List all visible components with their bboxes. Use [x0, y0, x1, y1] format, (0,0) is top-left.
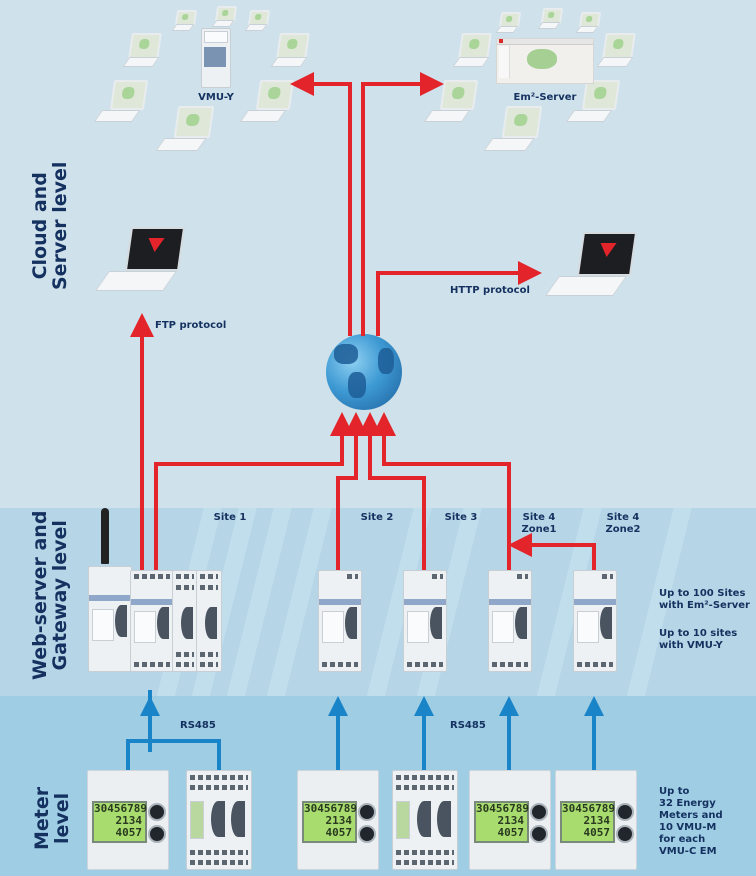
ftp-protocol-label: FTP protocol: [155, 320, 227, 331]
site-1-label: Site 1: [213, 512, 247, 523]
em2-server-label: Em²-Server: [513, 92, 577, 103]
vmu-m-module[interactable]: [392, 770, 458, 870]
meter-reading-line2: 2134: [583, 814, 611, 827]
site-1-io-module-2[interactable]: [196, 570, 222, 672]
energy-meter[interactable]: 30456789 2134 4057: [297, 770, 379, 870]
site-2-label: Site 2: [360, 512, 394, 523]
meter-reading-line3: 4057: [583, 826, 611, 839]
selector-knob[interactable]: [616, 825, 634, 843]
http-protocol-label: HTTP protocol: [450, 285, 530, 296]
joystick-knob[interactable]: [358, 803, 376, 821]
em2-server-capacity-note: Up to 100 Sites with Em²-Server: [659, 588, 750, 611]
link-site1-to-globe: [154, 412, 354, 572]
site-1-vmu-c-gateway[interactable]: [130, 570, 174, 672]
link-globe-to-http-client: [376, 261, 542, 336]
site-4-zone2-vmu-c-gateway[interactable]: [573, 570, 617, 672]
link-globe-to-em2-server: [361, 72, 444, 336]
meter-reading-line2: 2134: [325, 814, 353, 827]
vmu-y-device[interactable]: [201, 28, 231, 88]
em2-server-screenshot[interactable]: [496, 38, 594, 84]
gsm-antenna-icon: [101, 508, 109, 564]
meter-reading-line1: 30456789: [94, 802, 147, 815]
vmu-m-module[interactable]: [186, 770, 252, 870]
meter-reading-line2: 2134: [115, 814, 143, 827]
link-site3-to-globe: [358, 412, 426, 572]
site-4-zone1-label: Site 4 Zone1: [521, 512, 557, 535]
energy-meter[interactable]: 30456789 2134 4057: [555, 770, 637, 870]
meter-reading-line1: 30456789: [562, 802, 615, 815]
joystick-knob[interactable]: [530, 803, 548, 821]
site-1-io-module-1[interactable]: [172, 570, 198, 672]
meter-reading-line1: 30456789: [304, 802, 357, 815]
gsm-modem-device[interactable]: [88, 566, 132, 672]
meter-reading-line3: 4057: [497, 826, 525, 839]
meter-reading-line3: 4057: [325, 826, 353, 839]
rs485-label-right: RS485: [450, 720, 486, 731]
meter-reading-line2: 2134: [497, 814, 525, 827]
rs485-label-left: RS485: [180, 720, 216, 731]
site-3-vmu-c-gateway[interactable]: [403, 570, 447, 672]
site-3-label: Site 3: [444, 512, 478, 523]
joystick-knob[interactable]: [616, 803, 634, 821]
link-site4z1-to-globe: [372, 412, 511, 572]
site-4-zone1-vmu-c-gateway[interactable]: [488, 570, 532, 672]
energy-meter[interactable]: 30456789 2134 4057: [469, 770, 551, 870]
selector-knob[interactable]: [148, 825, 166, 843]
meter-reading-line1: 30456789: [476, 802, 529, 815]
meter-reading-line3: 4057: [115, 826, 143, 839]
internet-globe-icon: [326, 334, 402, 410]
selector-knob[interactable]: [358, 825, 376, 843]
meter-capacity-note: Up to 32 Energy Meters and 10 VMU-M for …: [659, 786, 723, 857]
site-2-vmu-c-gateway[interactable]: [318, 570, 362, 672]
joystick-knob[interactable]: [148, 803, 166, 821]
link-site2-to-globe: [336, 412, 368, 572]
selector-knob[interactable]: [530, 825, 548, 843]
vmu-y-label: VMU-Y: [198, 92, 234, 103]
vmu-y-capacity-note: Up to 10 sites with VMU-Y: [659, 628, 738, 651]
energy-meter[interactable]: 30456789 2134 4057: [87, 770, 169, 870]
link-globe-to-vmu-y: [290, 72, 352, 336]
link-zone2-to-zone1: [508, 533, 596, 572]
site-4-zone2-label: Site 4 Zone2: [605, 512, 641, 535]
